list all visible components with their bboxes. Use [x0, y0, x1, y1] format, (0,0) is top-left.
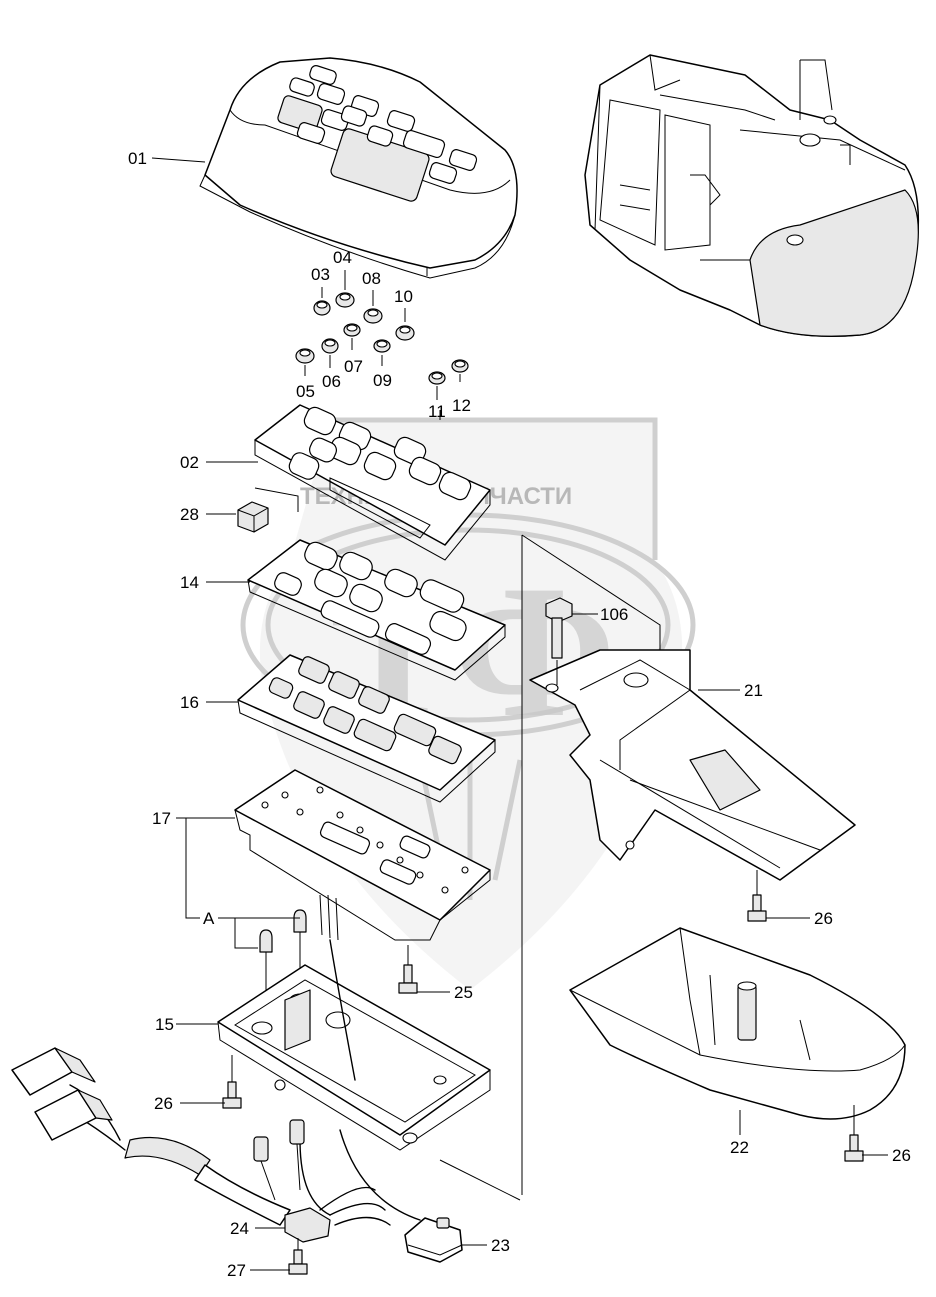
part-17-circuit-board — [234, 769, 491, 941]
part-16-switch-sheet — [237, 654, 496, 803]
part-02-key-frame — [254, 404, 491, 561]
part-12-keytop — [451, 359, 469, 373]
bulbs-A — [259, 909, 307, 990]
part-22-lower-cover — [569, 927, 906, 1120]
part-08-keytop — [363, 308, 383, 324]
wire-harness — [11, 939, 421, 1243]
bolt-106 — [545, 597, 573, 685]
callout-12: 12 — [452, 396, 471, 415]
part-21-bracket — [529, 649, 856, 881]
callout-07: 07 — [344, 357, 363, 376]
part-11-keytop — [428, 371, 446, 385]
part-15-case — [217, 964, 491, 1151]
screw-26-right — [844, 1105, 864, 1162]
callout-106: 106 — [600, 605, 628, 624]
keytops-03-12 — [295, 270, 469, 394]
part-07-keytop — [343, 323, 361, 337]
part-01-cover — [199, 57, 518, 279]
screw-25 — [398, 945, 418, 994]
callout-26-left: 26 — [154, 1094, 173, 1113]
callout-28: 28 — [180, 505, 199, 524]
callout-25: 25 — [454, 983, 473, 1002]
callout-labels: 01 02 03 04 05 06 07 08 09 10 11 12 14 1… — [128, 149, 911, 1280]
callout-26-bracket: 26 — [814, 909, 833, 928]
part-05-keytop — [295, 348, 315, 364]
callout-17: 17 — [152, 809, 171, 828]
callout-02: 02 — [180, 453, 199, 472]
excavator-location-view — [584, 54, 920, 337]
part-06-keytop — [321, 338, 339, 354]
part-10-keytop — [395, 325, 415, 341]
screw-26-left — [222, 1055, 242, 1109]
callout-21: 21 — [744, 681, 763, 700]
callout-05: 05 — [296, 382, 315, 401]
screw-27 — [288, 1238, 308, 1275]
assembly-lines — [439, 410, 661, 1201]
callout-22: 22 — [730, 1138, 749, 1157]
screw-26-bracket — [747, 870, 767, 922]
part-28-cap — [237, 487, 299, 533]
callout-24: 24 — [230, 1219, 249, 1238]
part-04-keytop — [335, 292, 355, 308]
callout-14: 14 — [180, 573, 199, 592]
leader-lines — [151, 157, 888, 1271]
callout-04: 04 — [333, 248, 352, 267]
part-14-rubber-keypad — [247, 539, 506, 681]
callout-A: A — [203, 909, 215, 928]
callout-06: 06 — [322, 372, 341, 391]
callout-03: 03 — [311, 265, 330, 284]
callout-16: 16 — [180, 693, 199, 712]
callout-26-right: 26 — [892, 1146, 911, 1165]
part-23-grommet — [404, 1217, 463, 1263]
callout-08: 08 — [362, 269, 381, 288]
callout-01: 01 — [128, 149, 147, 168]
callout-11: 11 — [428, 402, 446, 421]
part-09-keytop — [373, 339, 391, 353]
callout-15: 15 — [155, 1015, 174, 1034]
callout-27: 27 — [227, 1261, 246, 1280]
part-03-keytop — [313, 300, 331, 316]
callout-09: 09 — [373, 371, 392, 390]
callout-23: 23 — [491, 1236, 510, 1255]
callout-10: 10 — [394, 287, 413, 306]
